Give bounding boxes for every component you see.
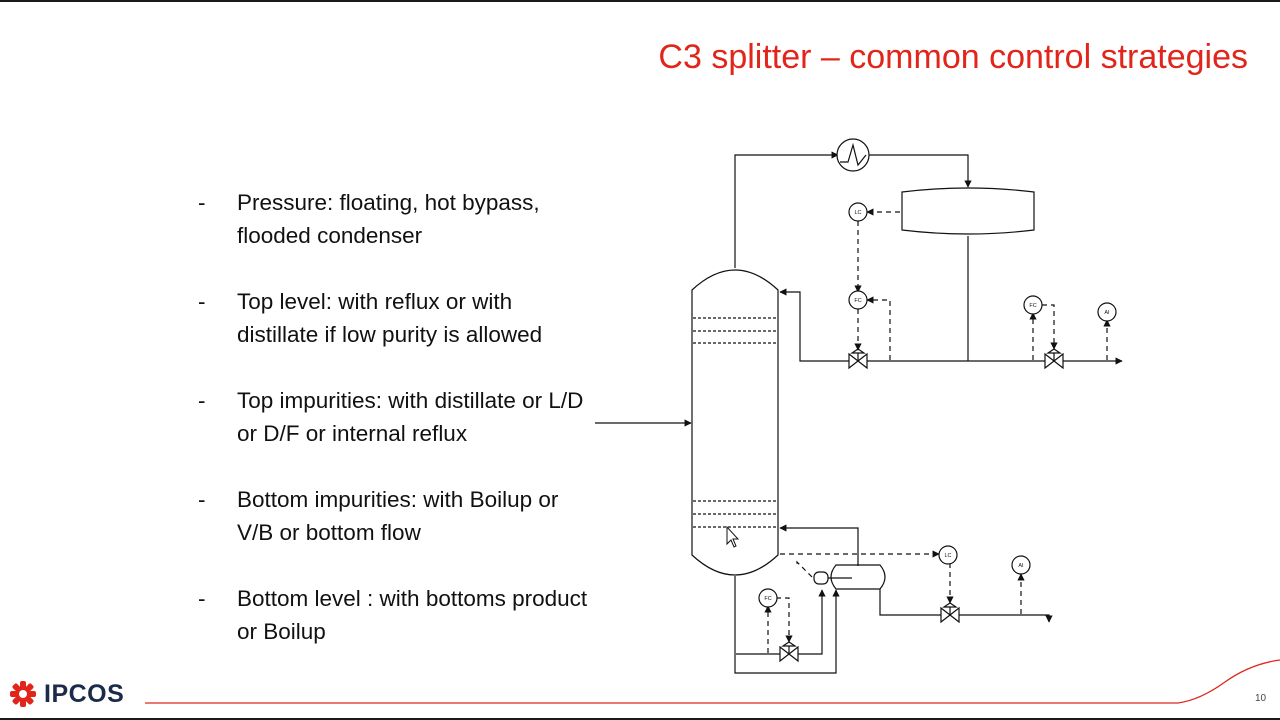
ipcos-logo: IPCOS — [8, 678, 124, 710]
flow-controller-distillate-bubble — [1023, 295, 1043, 315]
bullet-text-line: distillate if low purity is allowed — [237, 322, 543, 347]
bullet-dash: - — [198, 289, 206, 314]
bullet-text-line: Top level: with reflux or with — [237, 289, 513, 314]
heating-medium-line — [736, 589, 826, 655]
brand-name: IPCOS — [44, 679, 125, 708]
flow-controller-boilup-bubble — [758, 588, 778, 608]
fc-boilup-label: FC — [764, 596, 771, 602]
analyzer-top-bubble — [1097, 302, 1117, 322]
bullet-text-line: Bottom impurities: with Boilup or — [237, 487, 559, 512]
slide-title: C3 splitter – common control strategies — [658, 38, 1248, 76]
boilup-control-valve — [779, 641, 799, 663]
mouse-cursor-icon — [726, 525, 740, 548]
fc-reflux-label: FC — [854, 298, 861, 304]
bullet-dash: - — [198, 487, 206, 512]
bottom-border — [0, 718, 1280, 720]
level-controller-top-bubble — [848, 202, 868, 222]
fc-distillate-label: FC — [1029, 303, 1036, 309]
footer-accent-line — [145, 659, 1280, 704]
reflux-flow-measure-signal — [866, 296, 891, 360]
reboiler-level-signal — [796, 560, 813, 578]
bullet-dash: - — [198, 190, 206, 215]
bullet-top-impurities: - Top impurities: with distillate or L/D… — [198, 384, 668, 450]
bullet-dash: - — [198, 388, 206, 413]
distillation-column — [691, 269, 779, 576]
column-trays — [693, 317, 777, 528]
ipcos-gear-logo-icon — [10, 681, 36, 707]
reboiler — [813, 564, 886, 590]
bullet-text-line: Pressure: floating, hot bypass, — [237, 190, 540, 215]
bullet-text-line: V/B or bottom flow — [237, 520, 421, 545]
reflux-control-valve — [848, 348, 868, 370]
analyzer-bottom-bubble — [1011, 555, 1031, 575]
bullet-bottom-level: - Bottom level : with bottoms product or… — [198, 582, 668, 648]
bottoms-control-valve — [940, 602, 960, 624]
boilup-fc-valve-signal — [776, 597, 793, 643]
boilup-return-line — [779, 524, 859, 566]
exchanger-symbol — [840, 142, 867, 167]
bullet-text-line: or D/F or internal reflux — [237, 421, 468, 446]
reflux-drum — [901, 187, 1035, 235]
overhead-vapor-line — [734, 151, 839, 268]
bullet-bottom-impurities: - Bottom impurities: with Boilup or V/B … — [198, 483, 668, 549]
ai-top-label: AI — [1104, 310, 1110, 316]
lc-top-label: LC — [854, 210, 861, 216]
reflux-line — [779, 288, 968, 362]
bullet-dash: - — [198, 586, 206, 611]
distillate-control-valve — [1044, 348, 1064, 370]
level-controller-bottom-bubble — [938, 545, 958, 565]
lc-bottom-label: LC — [944, 553, 951, 559]
distillate-fc-valve-signal — [1042, 304, 1058, 350]
bullet-text-line: or Boilup — [237, 619, 326, 644]
bullet-text-line: Bottom level : with bottoms product — [237, 586, 588, 611]
ai-bottom-label: AI — [1018, 563, 1024, 569]
page-number: 10 — [1255, 693, 1267, 704]
bullet-pressure: - Pressure: floating, hot bypass, floode… — [198, 186, 668, 252]
bullet-text-line: Top impurities: with distillate or L/D — [237, 388, 584, 413]
bottoms-outlet-line — [734, 576, 840, 674]
bullet-top-level: - Top level: with reflux or with distill… — [198, 285, 668, 351]
bottoms-product-line — [879, 589, 1053, 623]
top-border — [0, 0, 1280, 2]
flow-controller-reflux-bubble — [848, 290, 868, 310]
condenser-outlet-line — [869, 154, 972, 188]
bullet-list: - Pressure: floating, hot bypass, floode… — [198, 186, 668, 681]
bullet-text-line: flooded condenser — [237, 223, 423, 248]
